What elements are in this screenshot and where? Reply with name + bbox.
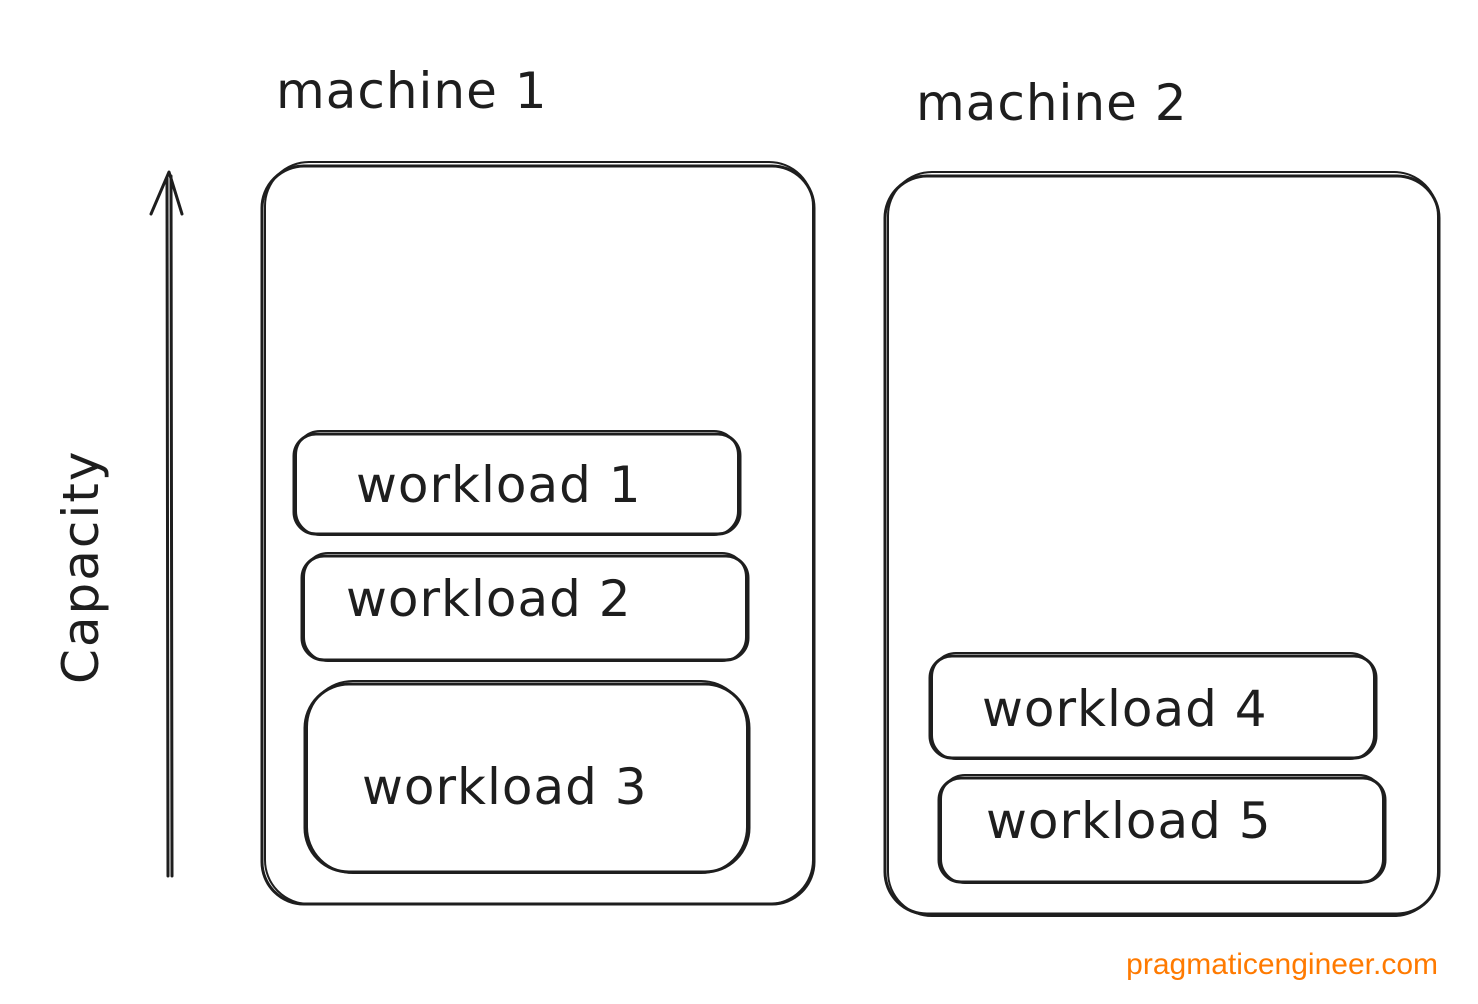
- machine-1-box: [260, 161, 816, 906]
- workload-1-box: [292, 430, 742, 536]
- workload-3-label: workload 3: [362, 758, 648, 816]
- machine-2-box: [883, 171, 1441, 917]
- watermark: pragmaticengineer.com: [1126, 948, 1438, 981]
- workload-1-label: workload 1: [356, 456, 642, 514]
- workload-3-box: [303, 680, 751, 874]
- capacity-axis-label: Capacity: [52, 449, 110, 684]
- workload-2-box: [300, 552, 750, 662]
- workload-4-label: workload 4: [982, 680, 1268, 738]
- workload-4-box: [928, 652, 1378, 760]
- workload-5-box: [937, 774, 1387, 884]
- machine-1-title: machine 1: [276, 62, 548, 120]
- workload-5-label: workload 5: [986, 792, 1272, 850]
- workload-2-label: workload 2: [346, 570, 632, 628]
- machine-2-title: machine 2: [916, 74, 1188, 132]
- capacity-arrow: [149, 170, 184, 878]
